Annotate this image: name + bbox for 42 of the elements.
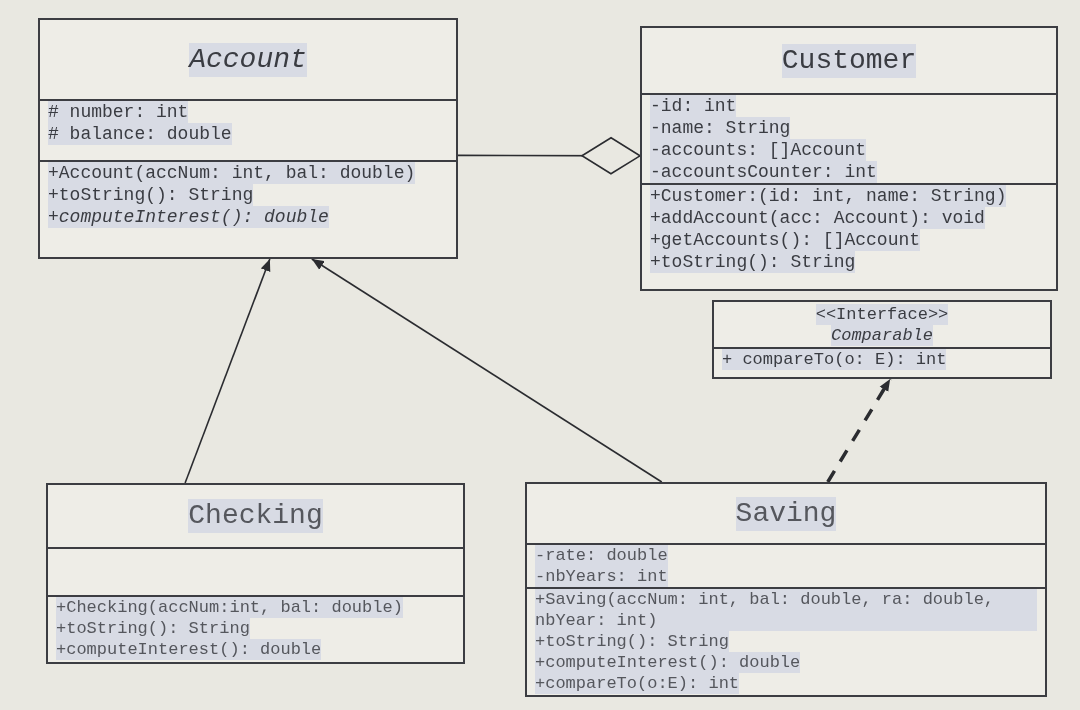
methods-compartment — [48, 595, 463, 662]
method-text: +toString(): String — [48, 184, 254, 206]
class-box — [525, 482, 1047, 697]
method-text: +computeInterest(): double — [48, 206, 329, 228]
attribute-text: # balance: double — [48, 123, 232, 145]
method-text: +toString(): String — [56, 618, 250, 639]
method-text: +getAccounts(): []Account — [650, 229, 921, 251]
attribute-text: -accountsCounter: int — [650, 161, 877, 183]
interface-name: Comparable — [831, 324, 933, 346]
attributes-compartment — [642, 93, 1056, 183]
method-text: +computeInterest(): double — [56, 639, 322, 660]
class-box — [640, 26, 1058, 291]
class-name: Saving — [735, 496, 837, 531]
method-text: +toString(): String — [650, 251, 856, 273]
class-name: Checking — [188, 499, 323, 533]
method-text: +Saving(accNum: int, bal: double, ra: double, nbYear: int) — [535, 589, 1037, 631]
class-box — [38, 18, 458, 259]
attribute-text: -name: String — [650, 117, 791, 139]
method-text: +computeInterest(): double — [535, 652, 801, 673]
attribute-text: # number: int — [48, 101, 189, 123]
class-name: Customer — [781, 43, 917, 78]
class-box — [712, 300, 1052, 379]
attributes-compartment — [527, 543, 1045, 587]
dashed-arrow — [826, 378, 892, 483]
arrow — [184, 258, 271, 484]
method-text: +addAccount(acc: Account): void — [650, 207, 985, 229]
methods-compartment — [527, 587, 1045, 695]
method-text: +toString(): String — [535, 631, 729, 652]
method-text: +Account(accNum: int, bal: double) — [48, 162, 416, 184]
class-name: Account — [189, 42, 307, 77]
method-text: +Checking(accNum:int, bal: double) — [56, 597, 403, 618]
method-text: +Customer:(id: int, name: String) — [650, 185, 1007, 207]
attribute-text: -accounts: []Account — [650, 139, 867, 161]
attribute-text: -rate: double — [535, 545, 668, 566]
class-box — [46, 483, 465, 664]
attribute-text: -id: int — [650, 95, 737, 117]
arrow — [311, 258, 663, 483]
diamond-line — [457, 136, 641, 175]
method-text: + compareTo(o: E): int — [722, 349, 947, 370]
method-text: +compareTo(o:E): int — [535, 673, 740, 694]
stereotype-label: <<Interface>> — [815, 303, 949, 325]
attribute-text: -nbYears: int — [535, 566, 668, 587]
